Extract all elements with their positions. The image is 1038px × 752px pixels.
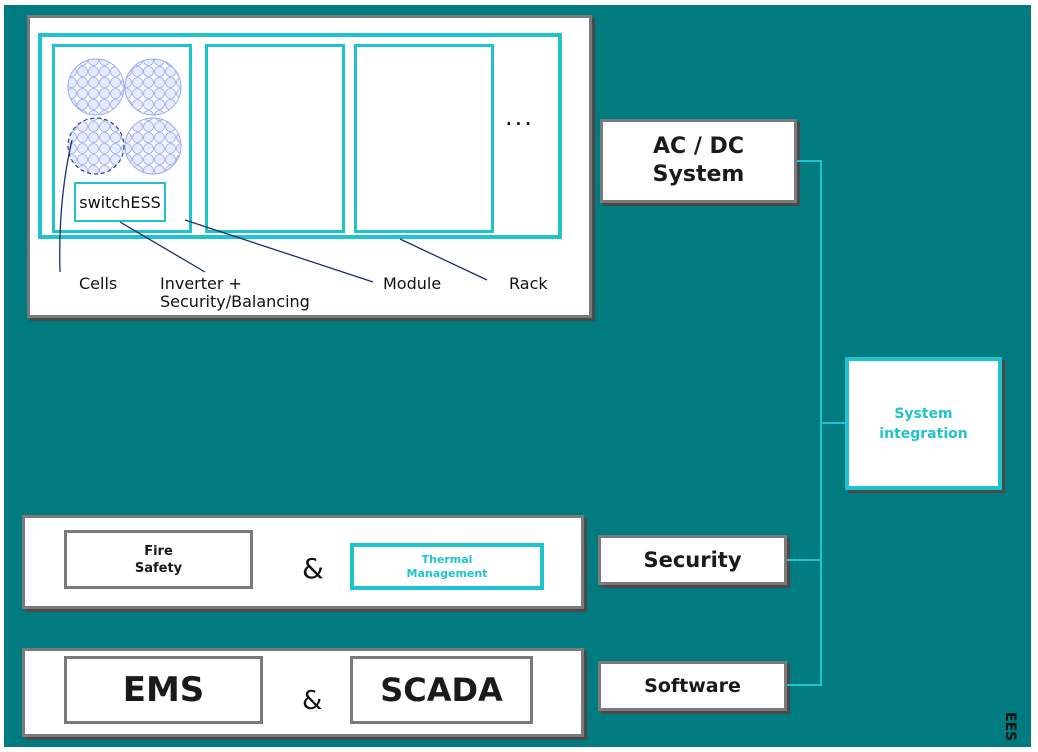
ems-label: EMS bbox=[122, 670, 205, 710]
cell-group-4 bbox=[124, 117, 182, 175]
module-label: Module bbox=[383, 274, 442, 293]
cell-group-1 bbox=[67, 58, 125, 116]
cell-group-2 bbox=[124, 58, 182, 116]
cell-group-3 bbox=[67, 117, 125, 175]
ac-dc-system-box: AC / DC System bbox=[600, 119, 797, 203]
switchess-label: switchESS bbox=[79, 192, 161, 212]
cells-label: Cells bbox=[79, 274, 118, 293]
software-box: Software bbox=[598, 661, 787, 711]
software-label: Software bbox=[644, 675, 741, 697]
rack-pointer bbox=[399, 238, 488, 281]
safety-label: Safety bbox=[134, 560, 183, 576]
inverter-label: Inverter + bbox=[160, 274, 242, 293]
cell-cluster bbox=[67, 58, 182, 175]
security-balancing-label: Security/Balancing bbox=[160, 292, 310, 311]
integration-label-1: System bbox=[894, 405, 953, 422]
connectors bbox=[787, 160, 845, 686]
ems-box: EMS bbox=[64, 656, 263, 724]
security-label: Security bbox=[643, 548, 742, 572]
module-box-3 bbox=[354, 44, 494, 233]
fire-safety-box: Fire Safety bbox=[64, 530, 253, 589]
module-box-2 bbox=[205, 44, 345, 233]
management-label: Management bbox=[406, 566, 488, 580]
ac-dc-connector bbox=[797, 160, 822, 423]
thermal-management-box: Thermal Management bbox=[350, 543, 544, 590]
more-modules-ellipsis: ... bbox=[505, 103, 534, 131]
software-connector bbox=[787, 423, 822, 686]
inverter-pointer bbox=[119, 221, 206, 273]
pointer-lines bbox=[59, 139, 488, 283]
security-box: Security bbox=[598, 535, 787, 585]
cells-pointer bbox=[59, 139, 73, 273]
scada-label: SCADA bbox=[380, 671, 503, 709]
thermal-label: Thermal bbox=[421, 552, 473, 566]
rack-label: Rack bbox=[509, 274, 548, 293]
system-label: System bbox=[652, 162, 745, 187]
security-ampersand: & bbox=[302, 552, 324, 585]
fire-label: Fire bbox=[144, 543, 173, 559]
switchess-module: switchESS bbox=[74, 182, 166, 222]
module-pointer bbox=[184, 219, 374, 283]
ac-dc-label: AC / DC bbox=[653, 134, 744, 159]
system-integration-box: System integration bbox=[845, 357, 1002, 490]
scada-box: SCADA bbox=[350, 656, 533, 724]
integration-label-2: integration bbox=[879, 425, 968, 442]
software-ampersand: & bbox=[302, 686, 323, 716]
